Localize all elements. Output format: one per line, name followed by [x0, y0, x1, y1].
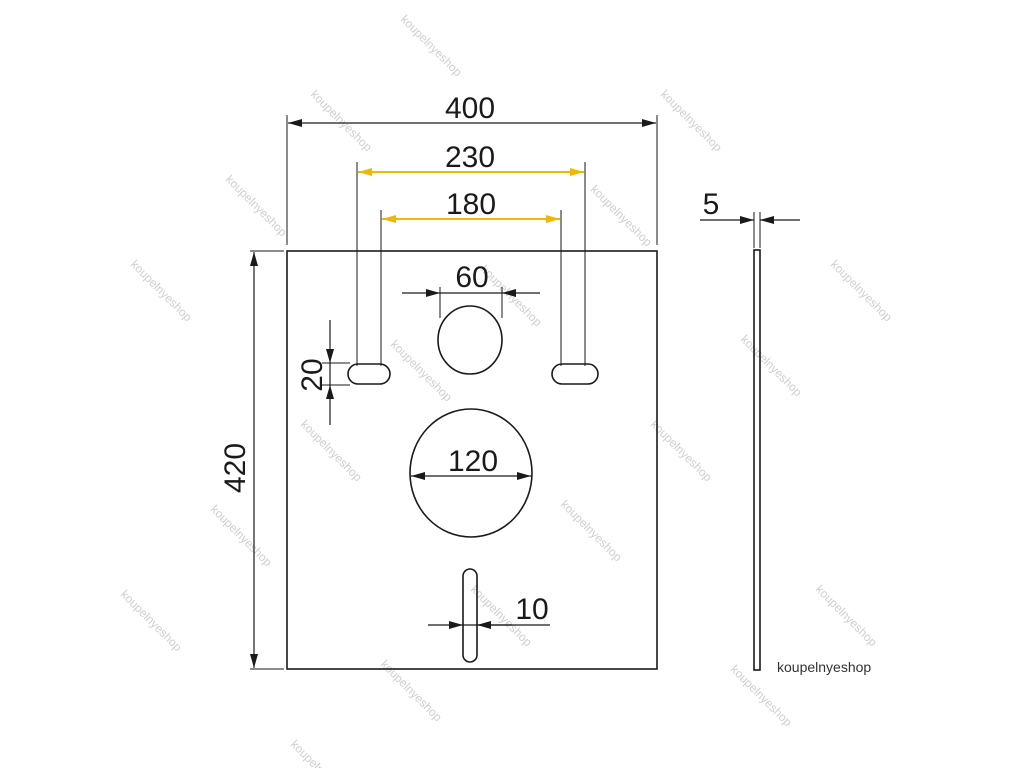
center-large-hole	[409, 408, 533, 538]
bottom-vertical-slot	[462, 568, 478, 663]
watermark-text: koupelnyeshop	[398, 12, 465, 79]
plate-side-view	[753, 249, 761, 671]
left-mounting-slot	[347, 363, 391, 385]
watermark-text: koupelnyeshop	[658, 87, 725, 154]
watermark-text: koupelnyeshop	[223, 172, 290, 239]
watermark-text: koupelnyeshop	[298, 417, 365, 484]
top-oval-hole	[437, 305, 503, 375]
watermark-text: koupelnyeshop	[208, 502, 275, 569]
watermark-text: koupelnyeshop	[828, 257, 895, 324]
watermark-text: koupelnyeshop	[738, 332, 805, 399]
plate-front-view	[286, 250, 658, 670]
watermark-text: koupelnyeshop	[118, 587, 185, 654]
watermark-text: koupelnyeshop	[288, 737, 355, 768]
watermark-text: koupelnyeshop	[308, 87, 375, 154]
watermark-text: koupelnyeshop	[813, 582, 880, 649]
outer-spacing-label: 230	[445, 141, 495, 174]
right-mounting-slot	[551, 363, 599, 385]
watermark-layer: koupelnyeshop koupelnyeshop koupelnyesho…	[118, 12, 895, 768]
watermark-text: koupelnyeshop	[128, 257, 195, 324]
height-label: 420	[219, 443, 252, 493]
center-hole-label: 120	[448, 445, 498, 478]
thickness-label: 5	[703, 188, 720, 221]
watermark-text: koupelnyeshop	[378, 657, 445, 724]
watermark-text: koupelnyeshop	[558, 497, 625, 564]
width-label: 400	[445, 92, 495, 125]
watermark-text: koupelnyeshop	[588, 182, 655, 249]
bottom-slot-label: 10	[515, 593, 548, 626]
top-hole-label: 60	[455, 261, 488, 294]
inner-spacing-label: 180	[446, 188, 496, 221]
watermark-text: koupelnyeshop	[388, 337, 455, 404]
slot-height-label: 20	[296, 358, 329, 391]
watermark-text: koupelnyeshop	[648, 417, 715, 484]
brand-caption: koupelnyeshop	[777, 659, 871, 675]
